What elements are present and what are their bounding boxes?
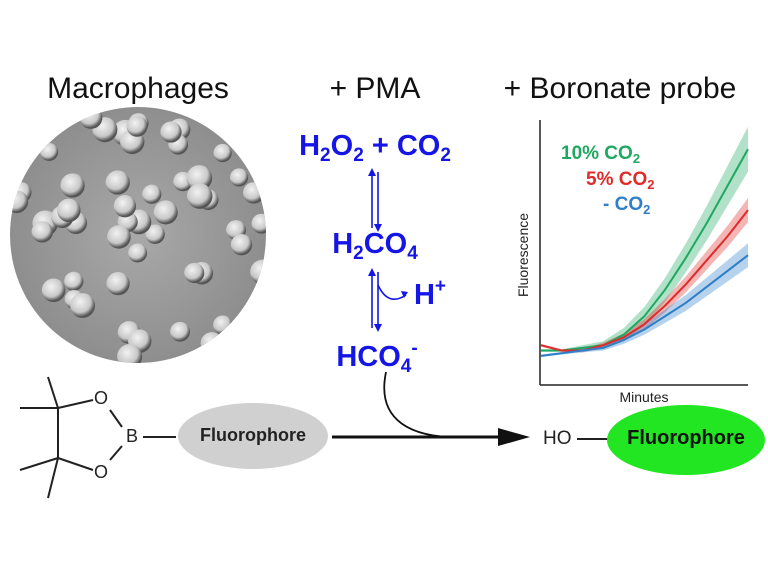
x-axis-label: Minutes <box>619 389 668 405</box>
cell <box>145 224 165 244</box>
cell <box>31 221 53 243</box>
fluorophore-left-label: Fluorophore <box>200 425 306 445</box>
fluorophore-quenched-ellipse <box>178 403 328 469</box>
cell <box>106 272 130 296</box>
cell <box>186 165 213 191</box>
oxygen-bottom: O <box>94 462 109 482</box>
cell <box>10 190 29 214</box>
cell <box>251 213 266 234</box>
fluorophore-right-label: Fluorophore <box>627 427 745 449</box>
cell <box>250 259 266 285</box>
equilibrium-arrow-1 <box>368 168 382 232</box>
cell <box>153 200 178 225</box>
error-band-1 <box>541 198 748 353</box>
reaction-arrow <box>332 371 530 446</box>
cell <box>57 198 81 223</box>
fluorescence-chart: Fluorescence Minutes <box>515 120 749 405</box>
peroxymonocarbonic-acid: H2CO4 <box>332 228 418 264</box>
cell <box>213 143 232 163</box>
legend-no-co2: - CO2 <box>603 194 651 217</box>
cell <box>113 195 137 218</box>
legend-10pct-co2: 10% CO2 <box>561 143 641 166</box>
cell <box>33 327 57 351</box>
cell <box>243 182 265 204</box>
cell <box>105 170 130 195</box>
cell <box>184 262 205 284</box>
cell <box>160 121 182 143</box>
cell <box>24 107 47 127</box>
fluorophore-active-ellipse <box>607 405 765 475</box>
series-line-0 <box>541 148 749 352</box>
cell <box>40 142 59 161</box>
equilibrium-arrow-2 <box>368 268 408 332</box>
proton-label: H+ <box>413 276 447 311</box>
cell <box>230 233 253 256</box>
cell <box>107 225 131 249</box>
cell <box>14 336 41 363</box>
header-macrophages: Macrophages <box>47 72 229 105</box>
header-pma: + PMA <box>329 72 421 105</box>
cell <box>126 115 148 137</box>
cell <box>64 271 84 291</box>
cell <box>200 332 224 355</box>
cell <box>142 184 162 204</box>
cell <box>41 278 66 303</box>
y-axis-label: Fluorescence <box>515 213 531 297</box>
macrophage-micrograph <box>10 107 266 363</box>
cell <box>213 315 233 335</box>
pinacol-boronate-structure <box>19 376 176 499</box>
hydroxyl-label: HO <box>543 428 572 449</box>
header-boronate-probe: + Boronate probe <box>503 72 737 105</box>
cell <box>244 333 266 359</box>
cell <box>25 117 46 138</box>
cell <box>10 292 28 314</box>
cell <box>170 321 190 342</box>
error-band-0 <box>541 126 748 352</box>
error-band-2 <box>541 243 748 358</box>
cell <box>24 336 45 357</box>
cell <box>79 107 103 129</box>
series-line-2 <box>540 254 749 357</box>
cell <box>70 293 96 318</box>
h2o2-plus-co2: H2O2 + CO2 <box>299 130 451 166</box>
cell <box>60 173 85 198</box>
peroxymonocarbonate: HCO4- <box>336 338 418 377</box>
cell <box>186 183 213 209</box>
cell <box>117 344 143 363</box>
boron-atom: B <box>126 426 139 446</box>
cell <box>23 322 46 346</box>
cell <box>128 243 148 263</box>
cell <box>229 168 249 187</box>
oxygen-top: O <box>94 388 109 408</box>
legend-5pct-co2: 5% CO2 <box>586 169 655 192</box>
